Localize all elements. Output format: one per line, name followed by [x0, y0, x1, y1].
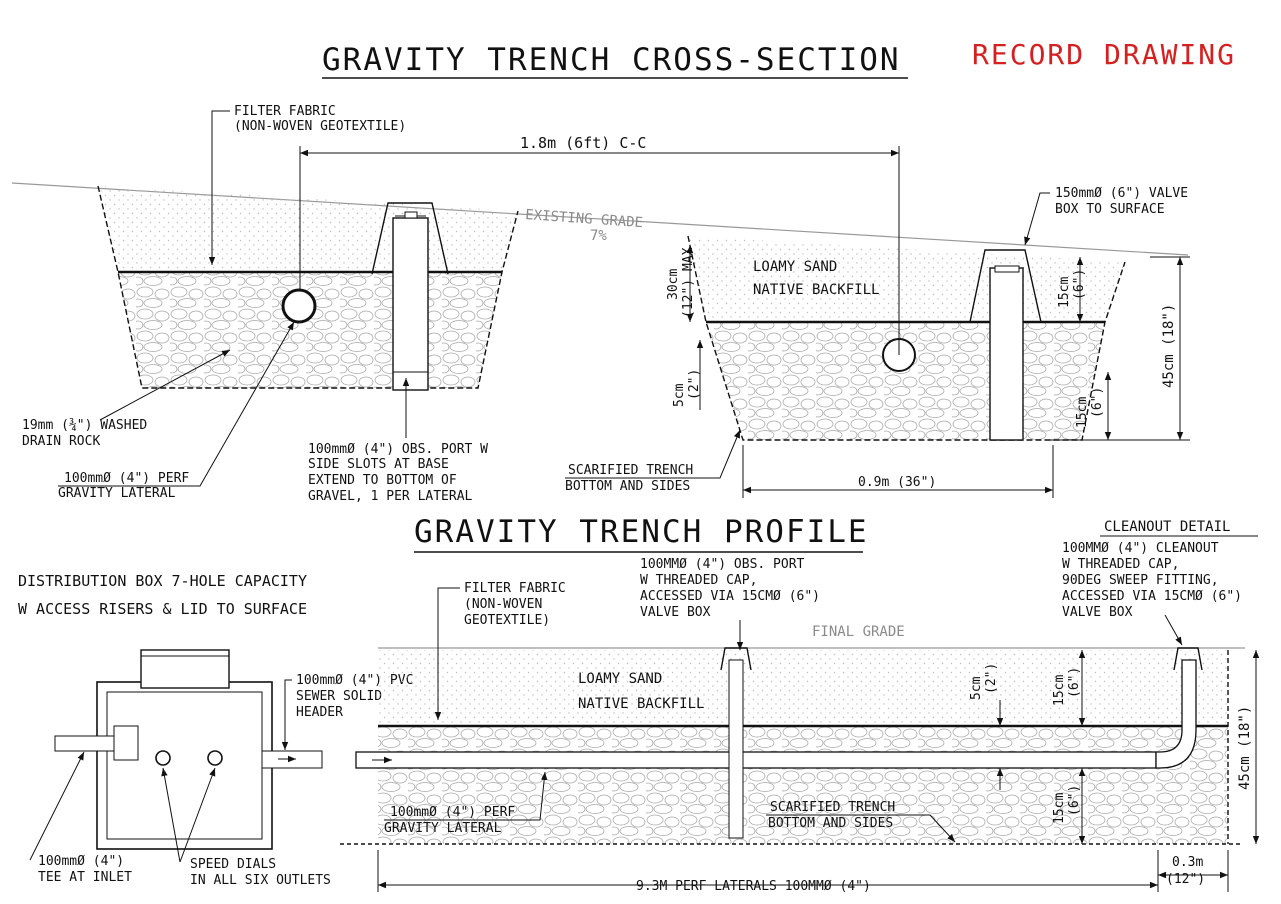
left-valve-box: [371, 202, 449, 275]
profile-obs-label-3: ACCESSED VIA 15CMØ (6"): [640, 589, 820, 604]
final-grade-label: FINAL GRADE: [812, 624, 905, 640]
profile-obs-label-2: W THREADED CAP,: [640, 573, 757, 588]
filter-fabric-label-1: FILTER FABRIC: [234, 104, 336, 119]
profile-title: GRAVITY TRENCH PROFILE: [414, 514, 869, 550]
profile-dim-6in-bottom: (6"): [1067, 785, 1082, 816]
speed-dial-1: [155, 750, 171, 766]
cleanout-detail-title: CLEANOUT DETAIL: [1104, 519, 1230, 535]
inlet-pipe: [54, 735, 116, 752]
drain-rock-label-1: 19mm (¾") WASHED: [22, 418, 147, 433]
trench-width-label: 0.9m (36"): [858, 475, 936, 490]
profile-dim-45cm: 45cm (18"): [1237, 706, 1253, 790]
filter-fabric-leader: [208, 110, 230, 265]
profile-dim-15cm-top: 15cm: [1052, 675, 1067, 706]
profile-scarified-label-1: SCARIFIED TRENCH: [770, 800, 895, 815]
filter-fabric-label-2: (NON-WOVEN GEOTEXTILE): [234, 119, 406, 134]
perf-lateral-label-2: GRAVITY LATERAL: [58, 486, 176, 501]
profile-backfill-label-2: NATIVE BACKFILL: [578, 696, 704, 712]
slope-label: 7%: [590, 228, 607, 244]
obs-port-label-2: SIDE SLOTS AT BASE: [308, 457, 449, 472]
right-obs-port: [989, 267, 1024, 441]
profile-dim-2in: (2"): [984, 663, 999, 694]
valve-box-label-2: BOX TO SURFACE: [1055, 202, 1165, 217]
existing-grade-label: EXISTING GRADE: [525, 207, 644, 231]
profile-backfill: [378, 650, 1228, 726]
obs-port-label-1: 100mmØ (4") OBS. PORT W: [308, 442, 488, 457]
profile-gravel: [378, 726, 1228, 844]
profile-dim-5cm: 5cm: [969, 676, 984, 700]
speed-dial-2: [207, 750, 223, 766]
cleanout-label-1: 100MMØ (4") CLEANOUT: [1062, 541, 1219, 556]
drain-rock-label-2: DRAIN ROCK: [22, 434, 100, 449]
cleanout-label-3: 90DEG SWEEP FITTING,: [1062, 573, 1219, 588]
obs-port-label-3: EXTEND TO BOTTOM OF: [308, 473, 457, 488]
right-backfill-label-2: NATIVE BACKFILL: [753, 282, 879, 298]
dbox-label-2: W ACCESS RISERS & LID TO SURFACE: [18, 600, 307, 618]
profile-backfill-label-1: LOAMY SAND: [578, 671, 662, 687]
dim-12in-max: (12") MAX: [681, 247, 696, 318]
dim-2in: (2"): [687, 369, 702, 400]
left-obs-port: [392, 217, 429, 391]
profile-dim-6in-top: (6"): [1067, 667, 1082, 698]
profile-filter-label-2: (NON-WOVEN: [464, 597, 542, 612]
profile-obs-label-1: 100MMØ (4") OBS. PORT: [640, 557, 805, 572]
dbox-label-1: DISTRIBUTION BOX 7-HOLE CAPACITY: [18, 572, 307, 590]
profile-obs-label-4: VALVE BOX: [640, 605, 711, 620]
dim-0-3m: 0.3m: [1172, 855, 1203, 870]
dim-45cm: 45cm (18"): [1161, 304, 1177, 388]
dim-6in-bottom: (6"): [1090, 387, 1105, 418]
dim-15cm-top: 15cm: [1057, 277, 1072, 308]
pvc-label-2: SEWER SOLID: [296, 689, 382, 704]
cleanout-label-2: W THREADED CAP,: [1062, 557, 1179, 572]
spacing-label: 1.8m (6ft) C-C: [520, 134, 646, 152]
record-drawing-label: RECORD DRAWING: [972, 38, 1236, 71]
profile-scarified-label-2: BOTTOM AND SIDES: [768, 816, 893, 831]
left-trench-backfill: [98, 186, 518, 272]
profile-filter-label-3: GEOTEXTILE): [464, 613, 550, 628]
right-trench-outline: [687, 235, 1126, 441]
cleanout-label-5: VALVE BOX: [1062, 605, 1133, 620]
profile-dim-15cm-bottom: 15cm: [1052, 793, 1067, 824]
cleanout-sweep: [1155, 659, 1197, 769]
distribution-box-outer: [96, 681, 273, 850]
profile-filter-label-1: FILTER FABRIC: [464, 581, 566, 596]
dim-6in-top: (6"): [1072, 269, 1087, 300]
perf-lateral-label-1: 100mmØ (4") PERF: [64, 471, 189, 486]
profile-perf-lateral: [355, 751, 1157, 769]
tee-label-1: 100mmØ (4"): [38, 854, 124, 869]
dim-12in: (12"): [1166, 872, 1205, 887]
valve-box-label-1: 150mmØ (6") VALVE: [1055, 186, 1188, 201]
profile-drawing: DISTRIBUTION BOX 7-HOLE CAPACITY W ACCES…: [18, 541, 1260, 894]
left-trench-gravel: [118, 272, 502, 388]
right-backfill-label-1: LOAMY SAND: [753, 259, 837, 275]
laterals-length-label: 9.3M PERF LATERALS 100MMØ (4"): [636, 879, 871, 894]
profile-obs-port: [728, 659, 744, 839]
dials-label-2: IN ALL SIX OUTLETS: [190, 873, 331, 888]
dials-label-1: SPEED DIALS: [190, 857, 276, 872]
right-valve-box: [969, 249, 1042, 323]
dim-5cm: 5cm: [672, 383, 687, 407]
scarified-label-1: SCARIFIED TRENCH: [568, 463, 693, 478]
profile-perf-label-1: 100mmØ (4") PERF: [390, 805, 515, 820]
left-perf-pipe: [281, 288, 317, 324]
cleanout-label-4: ACCESSED VIA 15CMØ (6"): [1062, 589, 1242, 604]
dim-30cm: 30cm: [666, 269, 681, 300]
scarified-label-2: BOTTOM AND SIDES: [565, 479, 690, 494]
tee-label-2: TEE AT INLET: [38, 870, 132, 885]
left-trench-outline: [97, 185, 519, 389]
cross-section-drawing: EXISTING GRADE 7% 1.8m (6ft) C-C FILTER …: [11, 104, 1190, 504]
obs-port-label-4: GRAVEL, 1 PER LATERAL: [308, 489, 473, 504]
inlet-tee: [113, 725, 139, 761]
profile-perf-label-2: GRAVITY LATERAL: [384, 821, 502, 836]
dim-15cm-bottom: 15cm: [1075, 397, 1090, 428]
pvc-label-3: HEADER: [296, 705, 343, 720]
cross-section-title: GRAVITY TRENCH CROSS-SECTION: [322, 42, 901, 78]
